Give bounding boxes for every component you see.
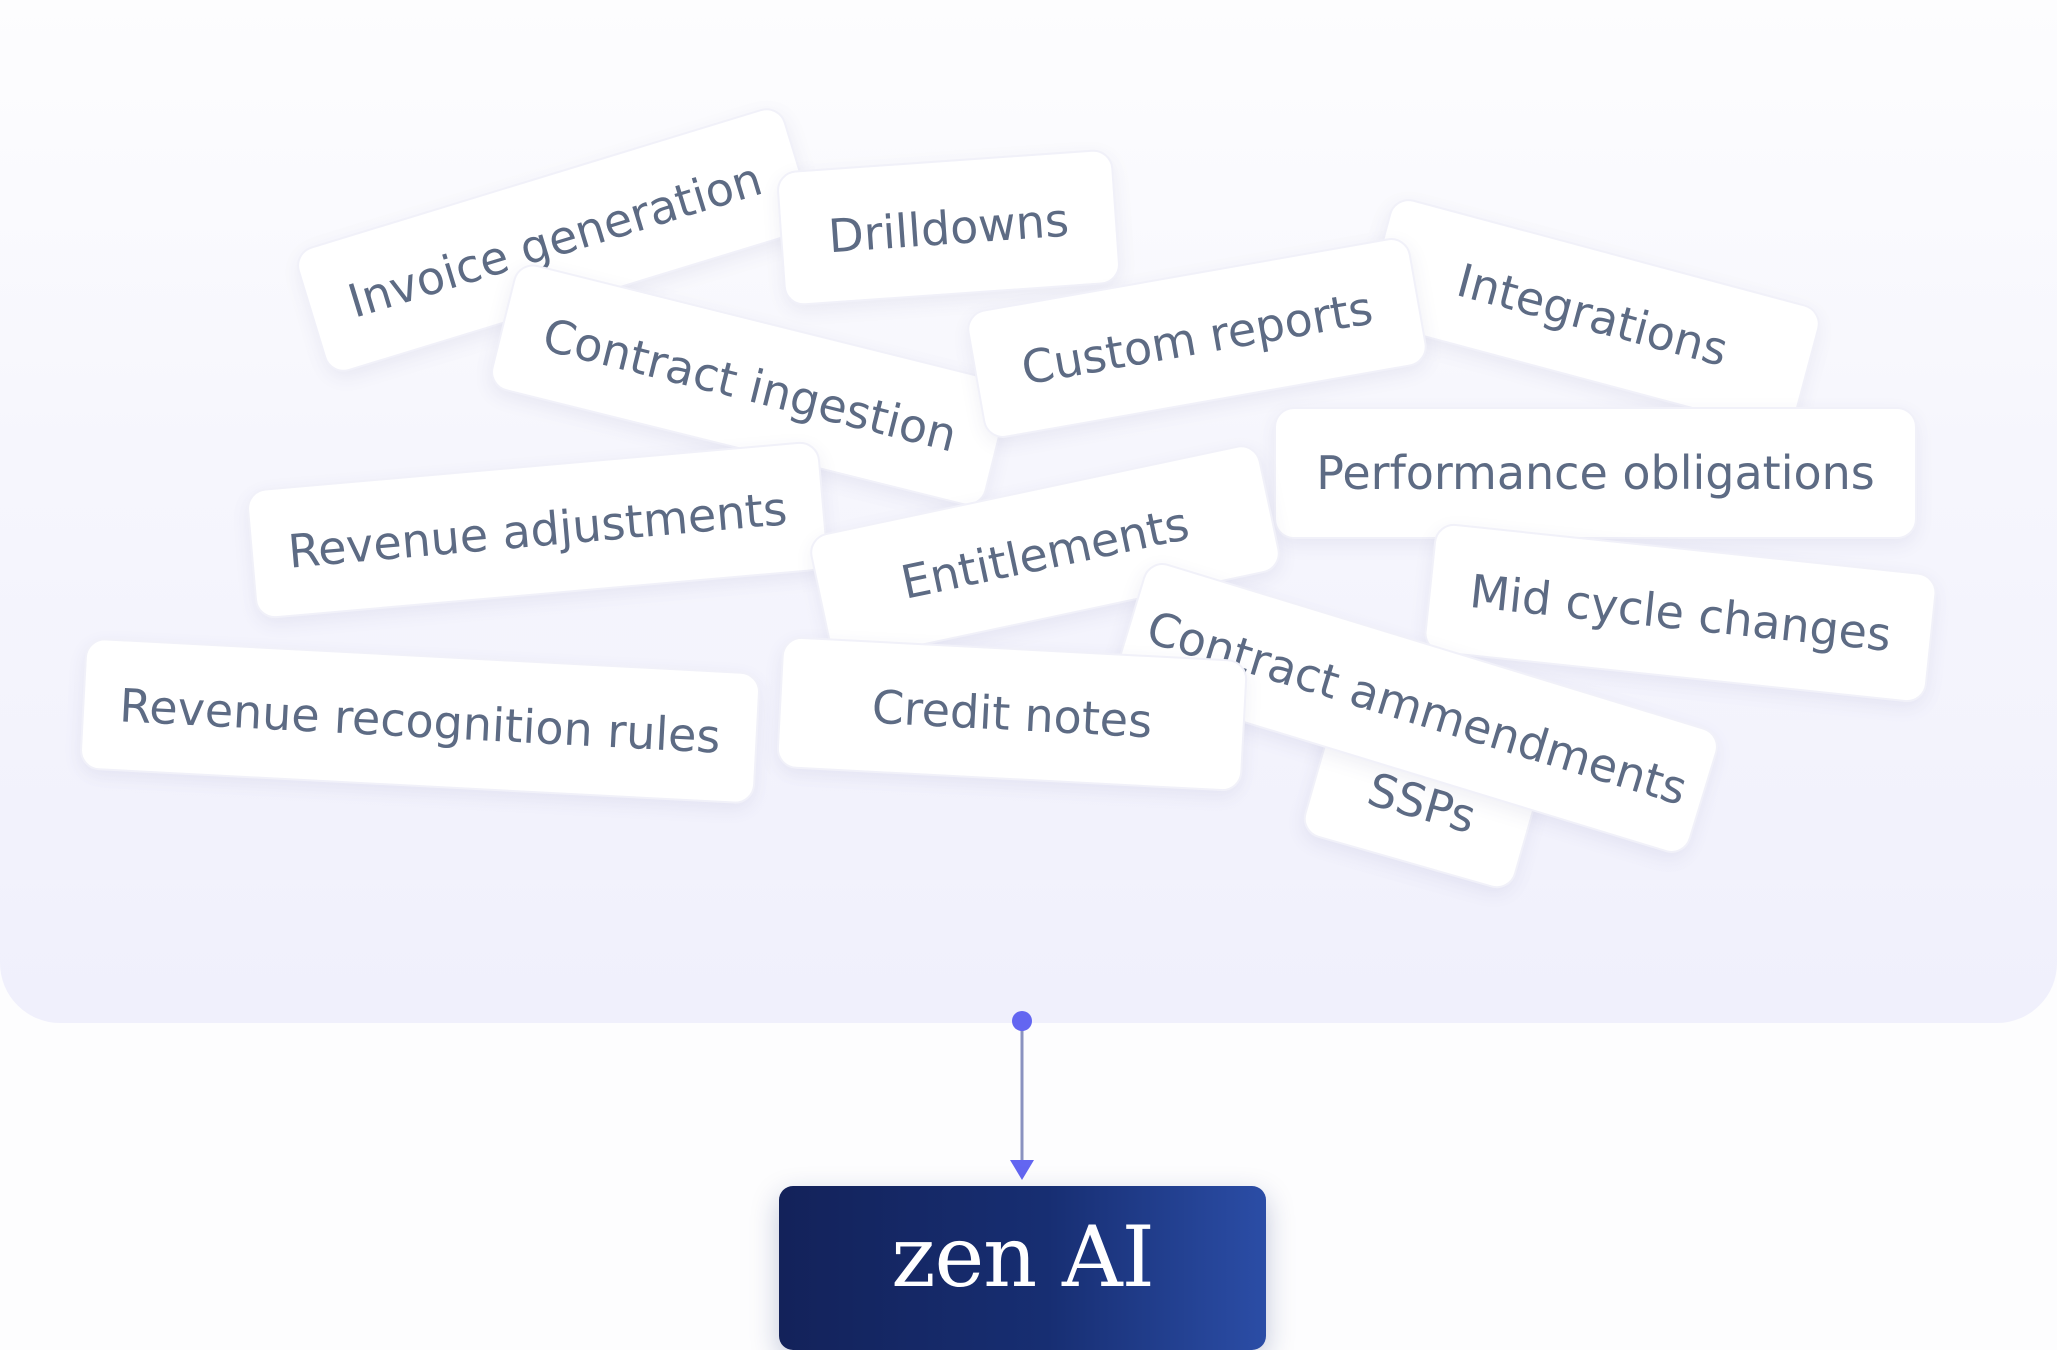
connector-arrowhead [1010,1160,1034,1180]
chip-performance-obligations: Performance obligations [1274,407,1917,539]
chip-label: Performance obligations [1316,446,1875,500]
chip-label: Drilldowns [826,192,1071,263]
chip-label: Revenue recognition rules [118,678,722,764]
chip-drilldowns: Drilldowns [775,148,1122,307]
chip-label: Revenue adjustments [285,481,790,579]
chip-label: Mid cycle changes [1467,564,1894,662]
zen-ai-logo-text: zen AI [891,1208,1155,1306]
chip-label: Credit notes [870,679,1154,749]
chip-credit-notes: Credit notes [775,635,1249,793]
zen-ai-logo-box: zen AI [779,1186,1266,1350]
chip-label: Custom reports [1017,280,1377,396]
